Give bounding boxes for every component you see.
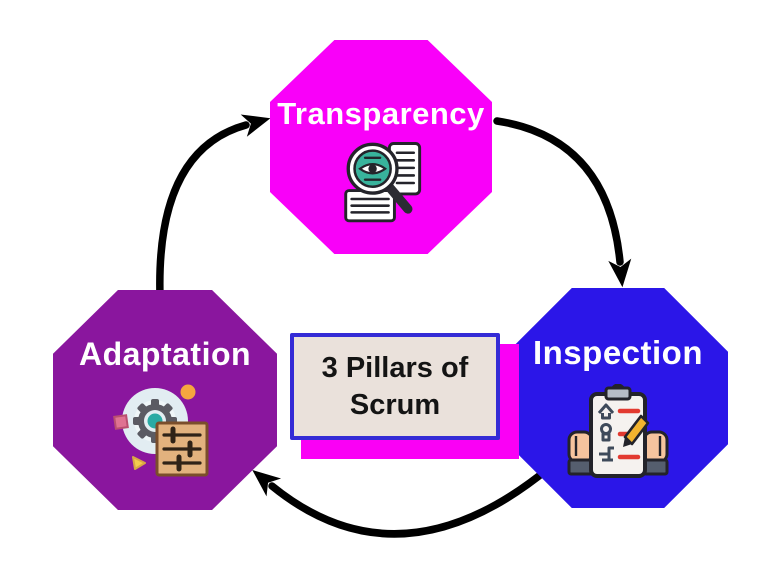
pillar-inspection-octagon: Inspection [508, 288, 728, 508]
pillar-adaptation-octagon: Adaptation [53, 290, 277, 510]
arrow-inspection-to-adaptation [252, 464, 553, 538]
hands-clipboard-checklist-icon [567, 384, 669, 478]
pillar-adaptation-label: Adaptation [78, 336, 252, 372]
pillar-inspection-label: Inspection [532, 334, 704, 371]
arrow-adaptation-to-transparency [156, 114, 271, 300]
pillar-transparency-label: Transparency [277, 96, 485, 131]
magnifier-eye-documents-icon [344, 142, 422, 223]
pillar-transparency-octagon: Transparency [270, 40, 492, 254]
center-title-line1: 3 Pillars of [321, 351, 469, 384]
center-title-line2: Scrum [349, 388, 441, 421]
center-title-box: 3 Pillars of Scrum [290, 333, 500, 440]
gear-adjustment-sliders-icon [113, 384, 209, 477]
arrow-transparency-to-inspection [493, 117, 632, 288]
